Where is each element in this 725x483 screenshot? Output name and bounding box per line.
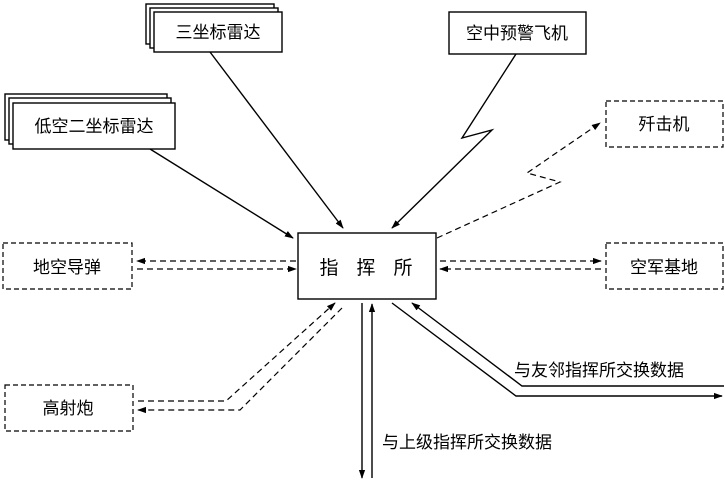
low-radar-label: 低空二坐标雷达 <box>35 117 154 137</box>
airbase-node: 空军基地 <box>605 242 724 290</box>
command-to-aa-gun-arrow <box>137 307 343 414</box>
aa-gun-node: 高射炮 <box>4 384 134 432</box>
radar3d-to-command-arrow <box>209 51 344 229</box>
aa-gun-to-command-arrow <box>138 302 336 402</box>
command-node: 指 挥 所 <box>297 232 437 300</box>
radar3d-label: 三坐标雷达 <box>176 23 261 43</box>
command-to-interceptor-arrow <box>436 122 601 239</box>
superior-exchange-label: 与上级指挥所交换数据 <box>382 433 552 453</box>
command-label: 指 挥 所 <box>319 257 418 279</box>
airbase-label: 空军基地 <box>630 258 698 278</box>
sam-node: 地空导弹 <box>2 242 133 290</box>
awacs-node: 空中预警飞机 <box>448 11 587 55</box>
low-radar-node: 低空二坐标雷达 <box>4 93 176 150</box>
from-neighbor-arrow <box>411 302 724 387</box>
awacs-to-command-arrow <box>391 53 517 229</box>
radar3d-node: 三坐标雷达 <box>145 3 283 53</box>
interceptor-node: 歼击机 <box>605 100 724 148</box>
interceptor-label: 歼击机 <box>639 115 690 135</box>
sam-label: 地空导弹 <box>33 258 101 278</box>
awacs-label: 空中预警飞机 <box>466 24 568 44</box>
aa-gun-label: 高射炮 <box>43 399 94 419</box>
neighbor-exchange-label: 与友邻指挥所交换数据 <box>514 361 684 381</box>
low-radar-to-command-arrow <box>149 148 294 239</box>
to-neighbor-arrow <box>391 302 723 400</box>
